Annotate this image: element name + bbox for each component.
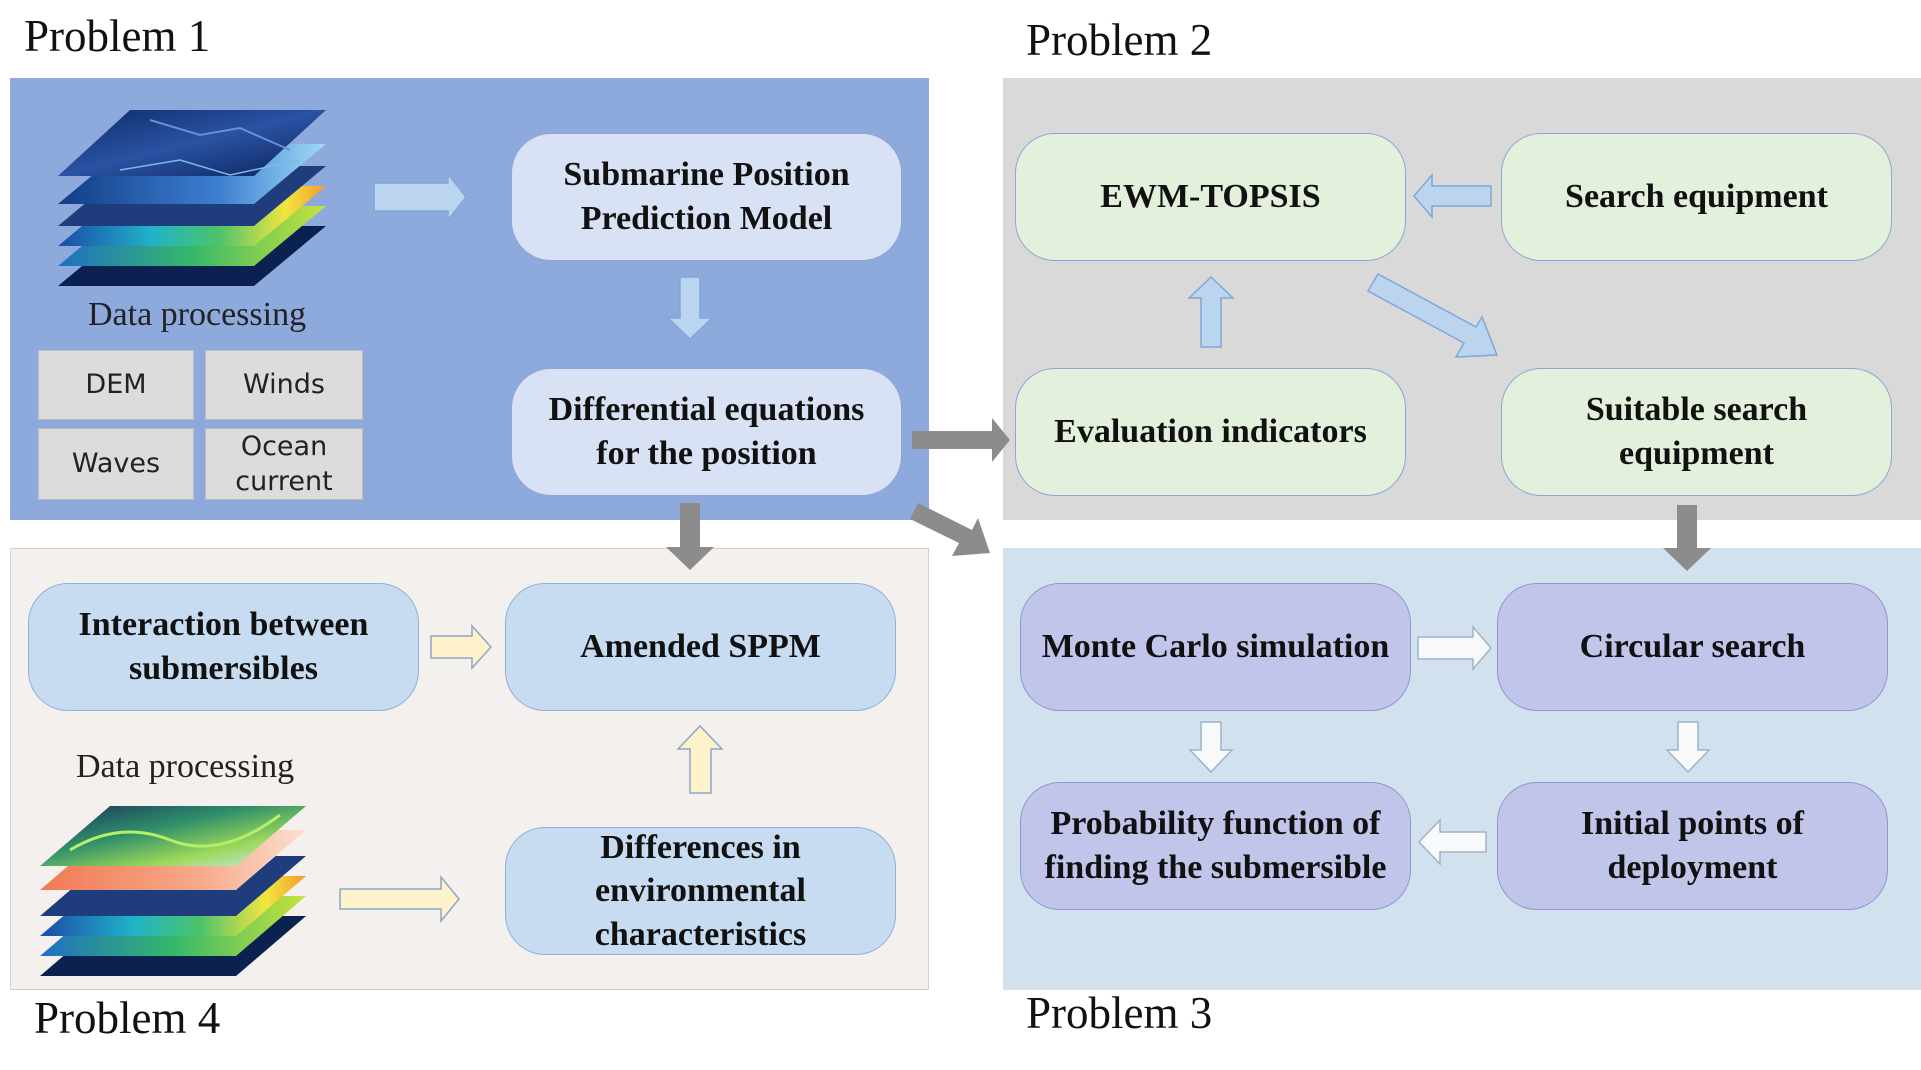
arrow-image-to-sppm	[373, 171, 467, 223]
arrow-monte-carlo-to-circular	[1417, 624, 1492, 672]
tag-winds: Winds	[205, 350, 363, 420]
box-search-equipment: Search equipment	[1501, 133, 1892, 261]
arrow-sppm-to-diff-eq	[666, 276, 714, 341]
tag-waves: Waves	[38, 428, 194, 500]
problem4-data-processing-label: Data processing	[76, 748, 295, 785]
box-ewm-topsis: EWM-TOPSIS	[1015, 133, 1406, 261]
arrow-ewm-to-suitable	[1366, 272, 1499, 358]
tag-dem: DEM	[38, 350, 194, 420]
arrow-monte-carlo-to-probability	[1188, 721, 1234, 774]
problem2-title: Problem 2	[1026, 15, 1213, 65]
arrow-differences-to-amended	[676, 724, 724, 794]
box-differences-in-environmental-characteristics: Differences in environmental characteris…	[505, 827, 896, 955]
arrow-initial-points-to-probability	[1417, 818, 1487, 866]
problem1-data-layers-image	[58, 110, 326, 286]
arrow-interaction-to-amended	[430, 624, 493, 670]
box-suitable-search-equipment: Suitable search equipment	[1501, 368, 1892, 496]
problem1-data-processing-label: Data processing	[88, 296, 307, 333]
box-submarine-position-prediction-model: Submarine Position Prediction Model	[511, 133, 902, 261]
box-amended-sppm: Amended SPPM	[505, 583, 896, 711]
box-initial-points-of-deployment: Initial points of deployment	[1497, 782, 1888, 910]
problem4-data-layers-image	[40, 806, 306, 976]
arrow-suitable-to-circular	[1663, 505, 1711, 571]
tag-ocean-current: Ocean current	[205, 428, 363, 500]
arrow-search-equipment-to-ewm	[1413, 172, 1492, 220]
arrow-diff-eq-to-evaluation	[912, 418, 1010, 462]
arrow-evaluation-to-ewm	[1187, 275, 1235, 348]
problem4-title: Problem 4	[34, 993, 221, 1043]
box-differential-equations: Differential equations for the position	[511, 368, 902, 496]
problem1-title: Problem 1	[24, 11, 211, 61]
problem3-title: Problem 3	[1026, 988, 1213, 1038]
box-monte-carlo-simulation: Monte Carlo simulation	[1020, 583, 1411, 711]
box-interaction-between-submersibles: Interaction between submersibles	[28, 583, 419, 711]
box-circular-search: Circular search	[1497, 583, 1888, 711]
arrow-diff-eq-to-amended	[666, 503, 714, 570]
box-evaluation-indicators: Evaluation indicators	[1015, 368, 1406, 496]
arrow-image-to-differences	[339, 874, 460, 924]
arrow-circular-to-initial-points	[1665, 721, 1711, 774]
box-probability-function: Probability function of finding the subm…	[1020, 782, 1411, 910]
arrow-diff-eq-to-problem3	[910, 503, 990, 556]
